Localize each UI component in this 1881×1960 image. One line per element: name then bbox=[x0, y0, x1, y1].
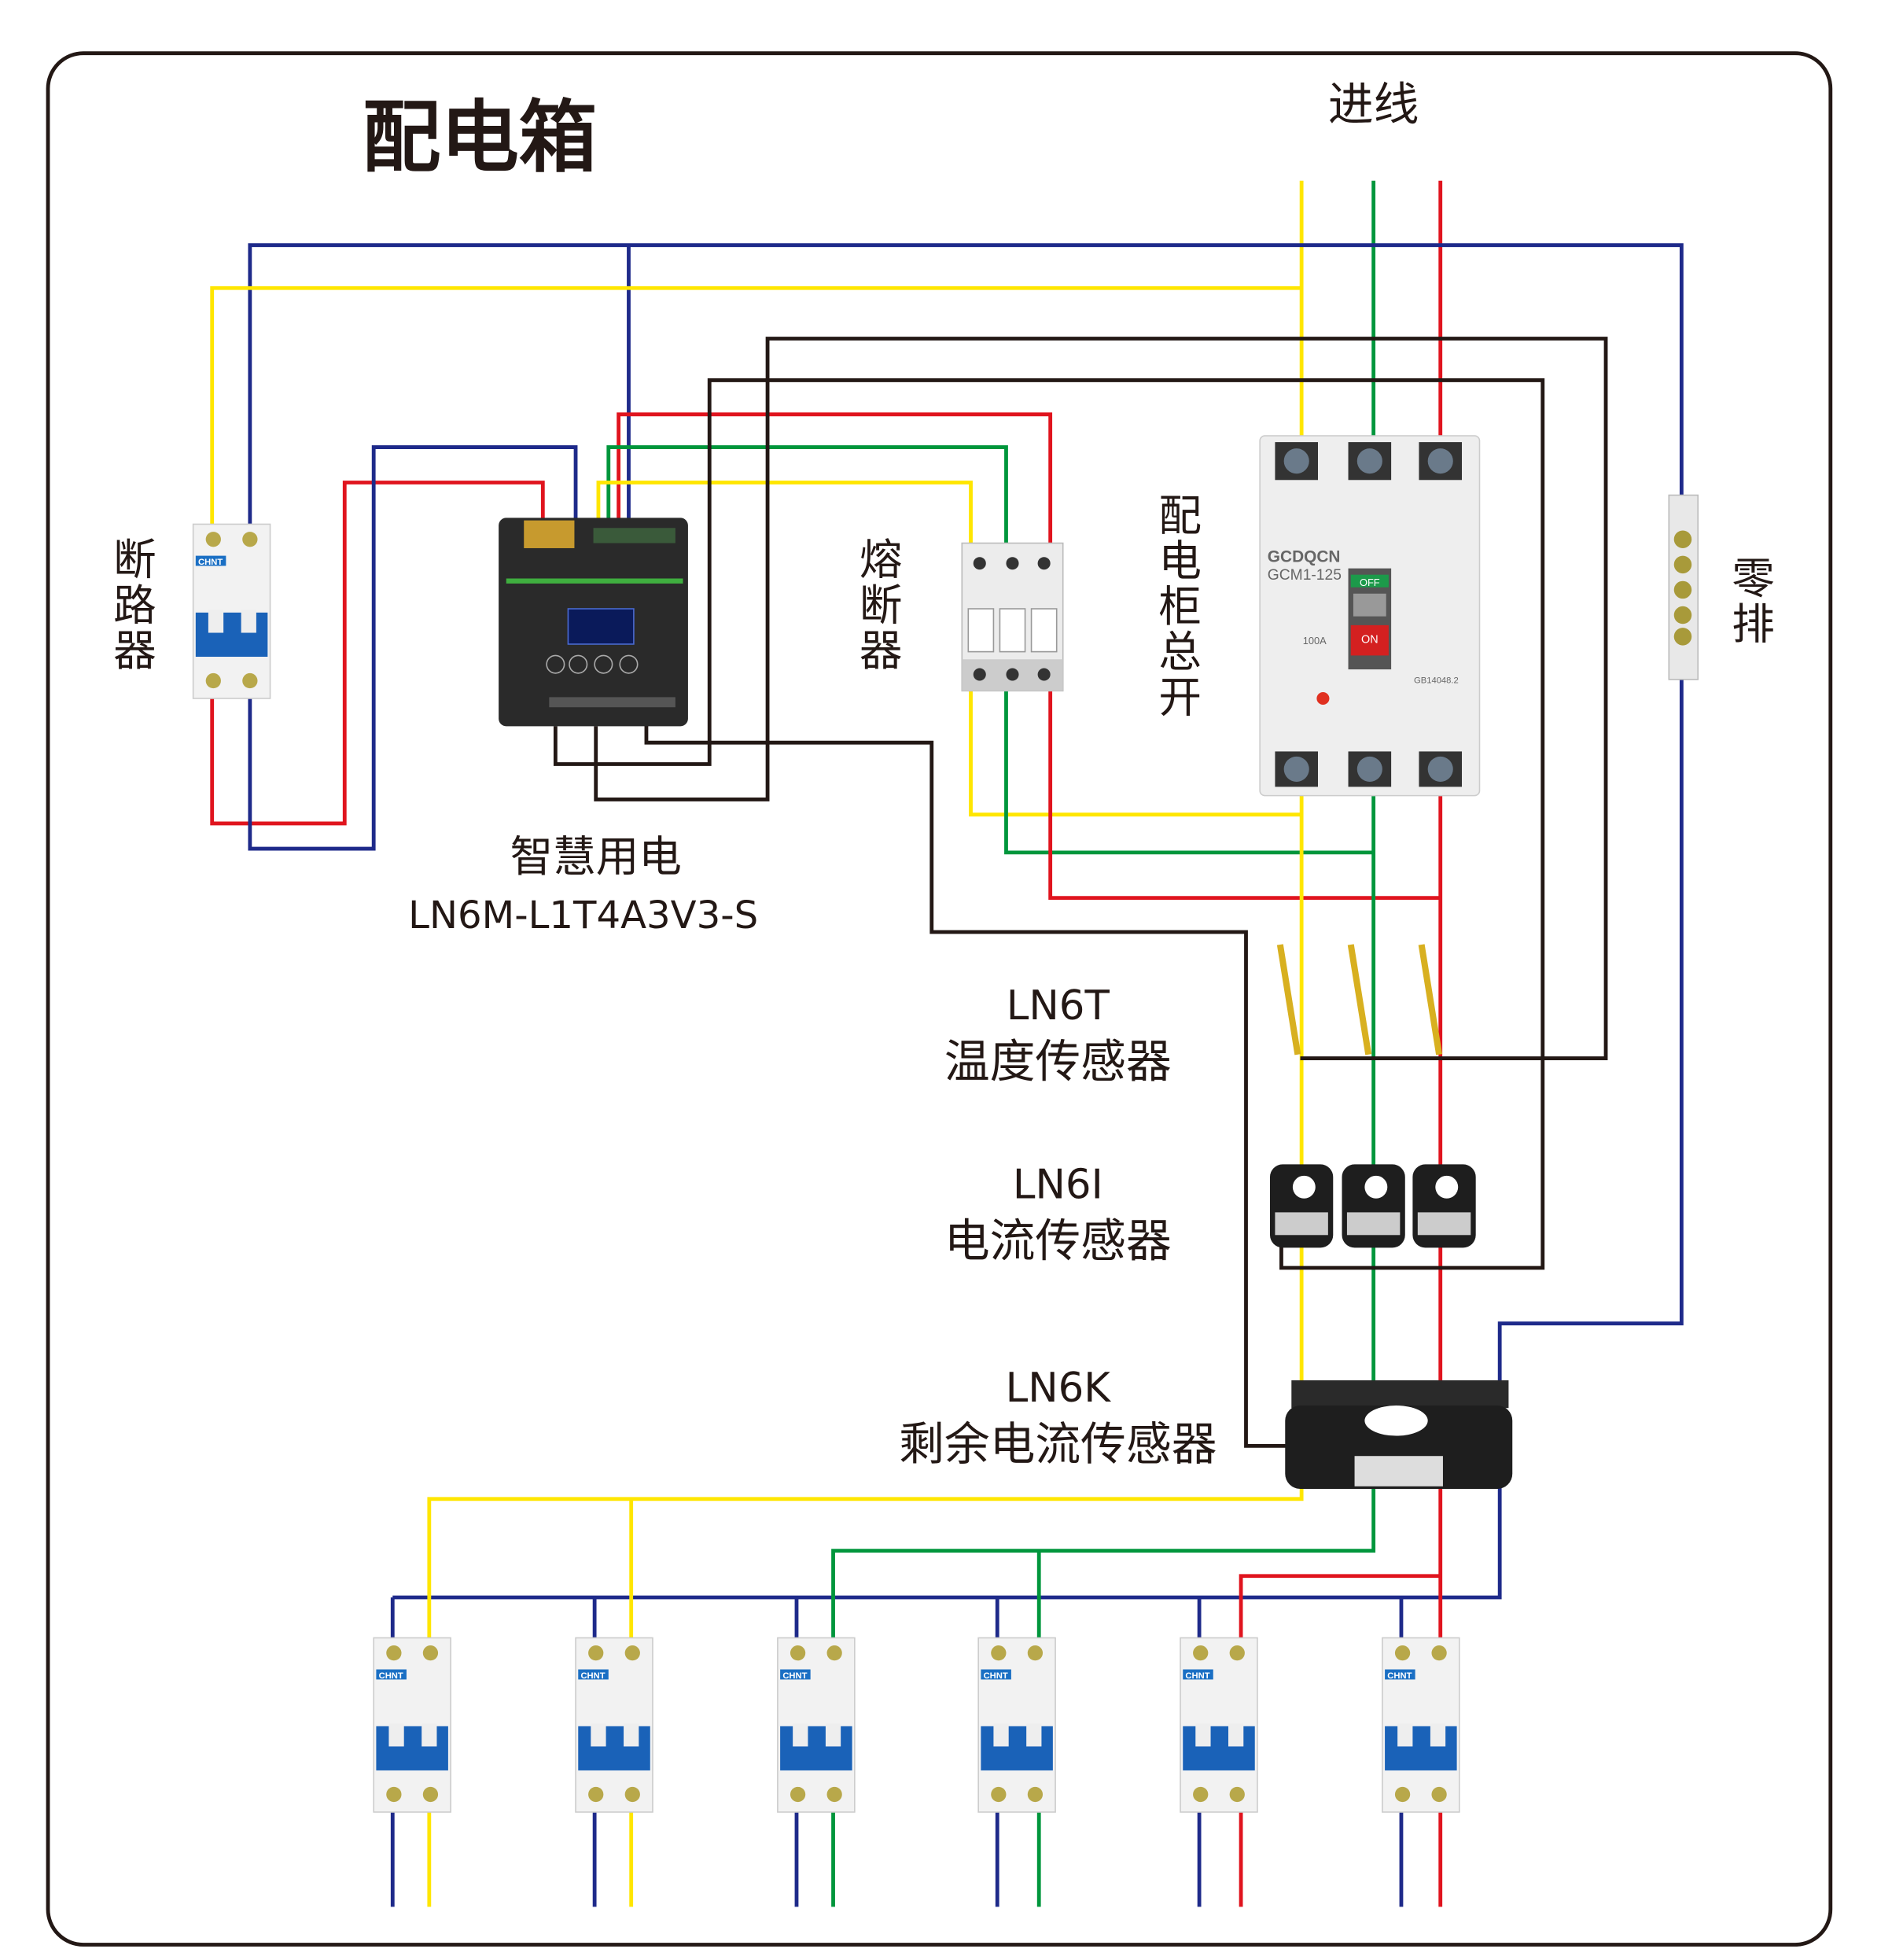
main-breaker-device[interactable]: GCDQCN GCM1-125 100A GB14048.2 OFF ON bbox=[1259, 435, 1481, 797]
main-breaker-brand: GCDQCN bbox=[1268, 548, 1341, 566]
brand-label: CHNT bbox=[984, 1671, 1008, 1681]
branch-breakers: CHNT CHNT CHNT CHNT CHNT bbox=[373, 1637, 1460, 1813]
wire-meter-fuse-l1 bbox=[596, 481, 973, 546]
fuse-label: 熔断器 bbox=[852, 537, 903, 673]
temperature-sensors bbox=[1276, 944, 1443, 1056]
on-indicator[interactable]: ON bbox=[1361, 633, 1379, 646]
main-breaker-model: GCM1-125 bbox=[1268, 567, 1342, 584]
brand-label: CHNT bbox=[1387, 1671, 1412, 1681]
wire-fuse-l1 bbox=[969, 688, 1302, 817]
current-transformers bbox=[1270, 1164, 1476, 1248]
residual-current-sensor bbox=[1285, 1380, 1513, 1489]
temp-model: LN6T bbox=[1007, 982, 1110, 1030]
wire-meter-fuse-l3 bbox=[617, 412, 1053, 546]
branch-breaker[interactable]: CHNT bbox=[1382, 1637, 1460, 1813]
breaker-2p[interactable]: CHNT bbox=[192, 523, 271, 699]
wire-breaker-meter-live bbox=[210, 481, 545, 826]
brand-label: CHNT bbox=[198, 558, 223, 567]
branch-breaker[interactable]: CHNT bbox=[777, 1637, 856, 1813]
branch-breaker[interactable]: CHNT bbox=[977, 1637, 1056, 1813]
page-title: 配电箱 bbox=[363, 93, 598, 183]
branch-breaker[interactable]: CHNT bbox=[1180, 1637, 1258, 1813]
wire-signal-residual bbox=[644, 720, 1290, 1448]
wire-l1-breaker bbox=[210, 286, 1302, 531]
brand-label: CHNT bbox=[580, 1671, 605, 1681]
brand-label: CHNT bbox=[782, 1671, 807, 1681]
wire-signal-ct bbox=[553, 378, 1545, 1270]
current-name: 电流传感器 bbox=[944, 1214, 1172, 1268]
brand-label: CHNT bbox=[379, 1671, 403, 1681]
main-switch-label: 配电柜总开 bbox=[1151, 492, 1202, 720]
neutral-bar-label: 零排 bbox=[1725, 556, 1775, 647]
neutral-bar bbox=[1668, 494, 1699, 680]
off-indicator: OFF bbox=[1360, 577, 1380, 588]
residual-name: 剩余电流传感器 bbox=[899, 1417, 1217, 1471]
residual-model: LN6K bbox=[1006, 1365, 1112, 1412]
breaker-label: 断路器 bbox=[106, 537, 156, 673]
wire-breaker-meter-neutral bbox=[248, 445, 578, 851]
incoming-label: 进线 bbox=[1328, 78, 1419, 131]
smart-meter-model: LN6M-L1T4A3V3-S bbox=[408, 893, 758, 938]
brand-label: CHNT bbox=[1185, 1671, 1209, 1681]
temp-name: 温度传感器 bbox=[944, 1035, 1172, 1089]
current-model: LN6I bbox=[1013, 1162, 1103, 1209]
wire-signal-temp bbox=[594, 337, 1608, 1060]
smart-meter-device[interactable] bbox=[499, 518, 688, 727]
wire-fuse-l2 bbox=[1004, 688, 1374, 855]
branch-breaker[interactable]: CHNT bbox=[575, 1637, 653, 1813]
smart-meter-name: 智慧用电 bbox=[510, 831, 682, 882]
main-breaker-standard: GB14048.2 bbox=[1414, 676, 1459, 686]
fuse-device[interactable] bbox=[961, 542, 1064, 692]
branch-breaker[interactable]: CHNT bbox=[373, 1637, 451, 1813]
wire-neutral-main bbox=[248, 243, 1684, 1600]
wire-fuse-l3 bbox=[1048, 688, 1441, 901]
main-breaker-rating: 100A bbox=[1303, 635, 1327, 647]
